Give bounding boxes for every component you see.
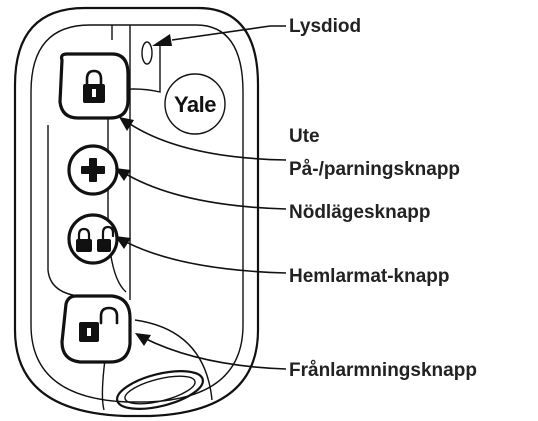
key-fob-body xyxy=(13,6,260,418)
lock-unlock-pair-icon xyxy=(76,225,115,252)
key-ring-hole xyxy=(116,370,204,410)
key-ring-hole-inner xyxy=(124,375,196,405)
label-power-pairing: På-/parningsknapp xyxy=(289,159,460,180)
power-pairing-button[interactable] xyxy=(67,144,119,196)
plus-icon xyxy=(81,158,105,182)
leader-power-pairing-arrowhead xyxy=(115,168,131,181)
leader-led-arrowhead xyxy=(152,34,172,46)
brand-logo-circle xyxy=(164,73,226,135)
label-led: Lysdiod xyxy=(289,16,361,37)
away-button[interactable] xyxy=(58,52,130,120)
key-ring-hole-outer xyxy=(116,370,204,410)
locked-padlock-icon xyxy=(83,69,105,103)
label-disarm: Frånlarmningsknapp xyxy=(289,360,477,381)
home-arm-button-ring xyxy=(67,213,119,265)
brand-logo: Yale xyxy=(164,73,226,135)
leader-home-arm xyxy=(123,240,287,274)
leader-power-pairing xyxy=(123,172,287,210)
open-padlock-icon xyxy=(79,306,119,342)
leader-away-arrowhead xyxy=(119,117,134,131)
leader-disarm xyxy=(143,337,287,370)
leader-away xyxy=(126,121,287,161)
label-away: Ute xyxy=(289,126,320,147)
leader-led xyxy=(171,25,286,41)
label-panic: Nödlägesknapp xyxy=(289,202,430,223)
home-arm-button[interactable] xyxy=(67,213,119,265)
leader-lines xyxy=(115,25,287,370)
fob-inner-outline xyxy=(30,24,244,403)
brand-logo-text: Yale xyxy=(174,92,216,117)
label-home-arm: Hemlarmat-knapp xyxy=(289,266,450,287)
leader-home-arm-arrowhead xyxy=(115,236,131,249)
callout-labels: Lysdiod Ute På-/parningsknapp Nödlägeskn… xyxy=(289,16,477,381)
disarm-button[interactable] xyxy=(60,294,132,364)
fob-outer-outline xyxy=(13,6,260,418)
leader-disarm-arrowhead xyxy=(135,333,151,346)
lanyard-arc xyxy=(134,319,213,401)
led-indicator xyxy=(141,41,153,65)
